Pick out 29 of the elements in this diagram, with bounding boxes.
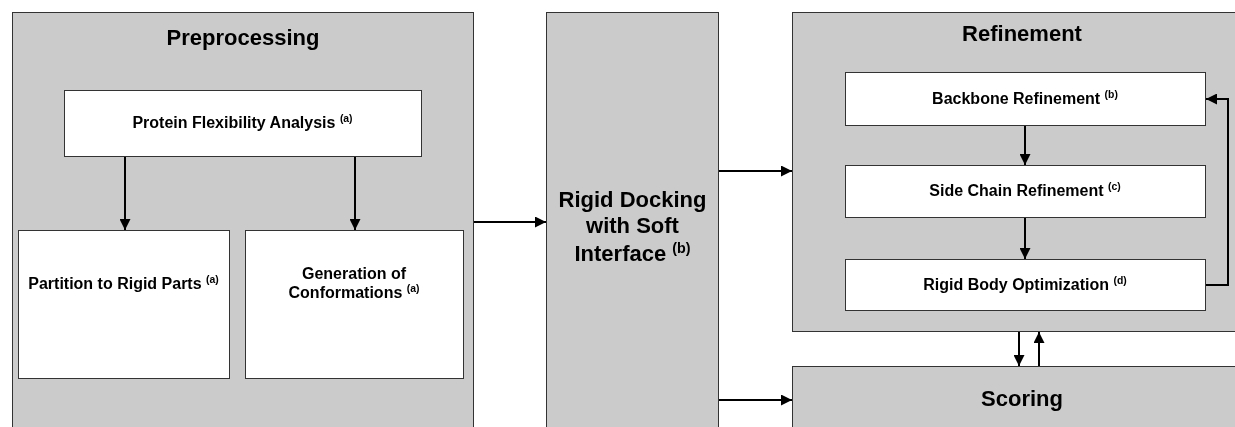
process-box <box>844 71 1206 126</box>
process-box <box>63 89 422 157</box>
arrow <box>1019 125 1031 166</box>
process-box <box>17 229 230 379</box>
box-label: Rigid Body Optimization $^{(d)}$ <box>923 274 1127 295</box>
box-label: Backbone Refinement $^{(b)}$ <box>932 88 1118 109</box>
box-label: Partition to Rigid Parts $^{(a)}$ <box>28 274 219 294</box>
arrow <box>1205 93 1229 286</box>
group-panel <box>792 12 1235 332</box>
arrow <box>1013 331 1025 367</box>
arrow <box>473 216 547 228</box>
arrow <box>119 156 131 231</box>
arrow <box>349 156 361 231</box>
box-label: Side Chain Refinement $^{(c)}$ <box>929 181 1121 201</box>
process-box <box>844 258 1206 311</box>
group-title: Preprocessing <box>165 25 321 51</box>
arrow <box>718 165 793 177</box>
box-label: Protein Flexibility Analysis $^{(a)}$ <box>132 113 353 133</box>
process-box <box>546 12 719 427</box>
group-panel <box>12 12 474 427</box>
group-title: Scoring <box>980 386 1064 412</box>
box-label: Generation of Conformations $^{(a)}$ <box>287 264 421 304</box>
arrow <box>1033 331 1045 367</box>
group-title: Refinement <box>961 21 1083 47</box>
arrow <box>718 394 793 406</box>
process-box <box>244 229 464 379</box>
process-box <box>844 164 1206 218</box>
arrow <box>1019 217 1031 260</box>
box-label: Rigid Docking with Soft Interface $^{(b)}$ <box>557 186 708 268</box>
